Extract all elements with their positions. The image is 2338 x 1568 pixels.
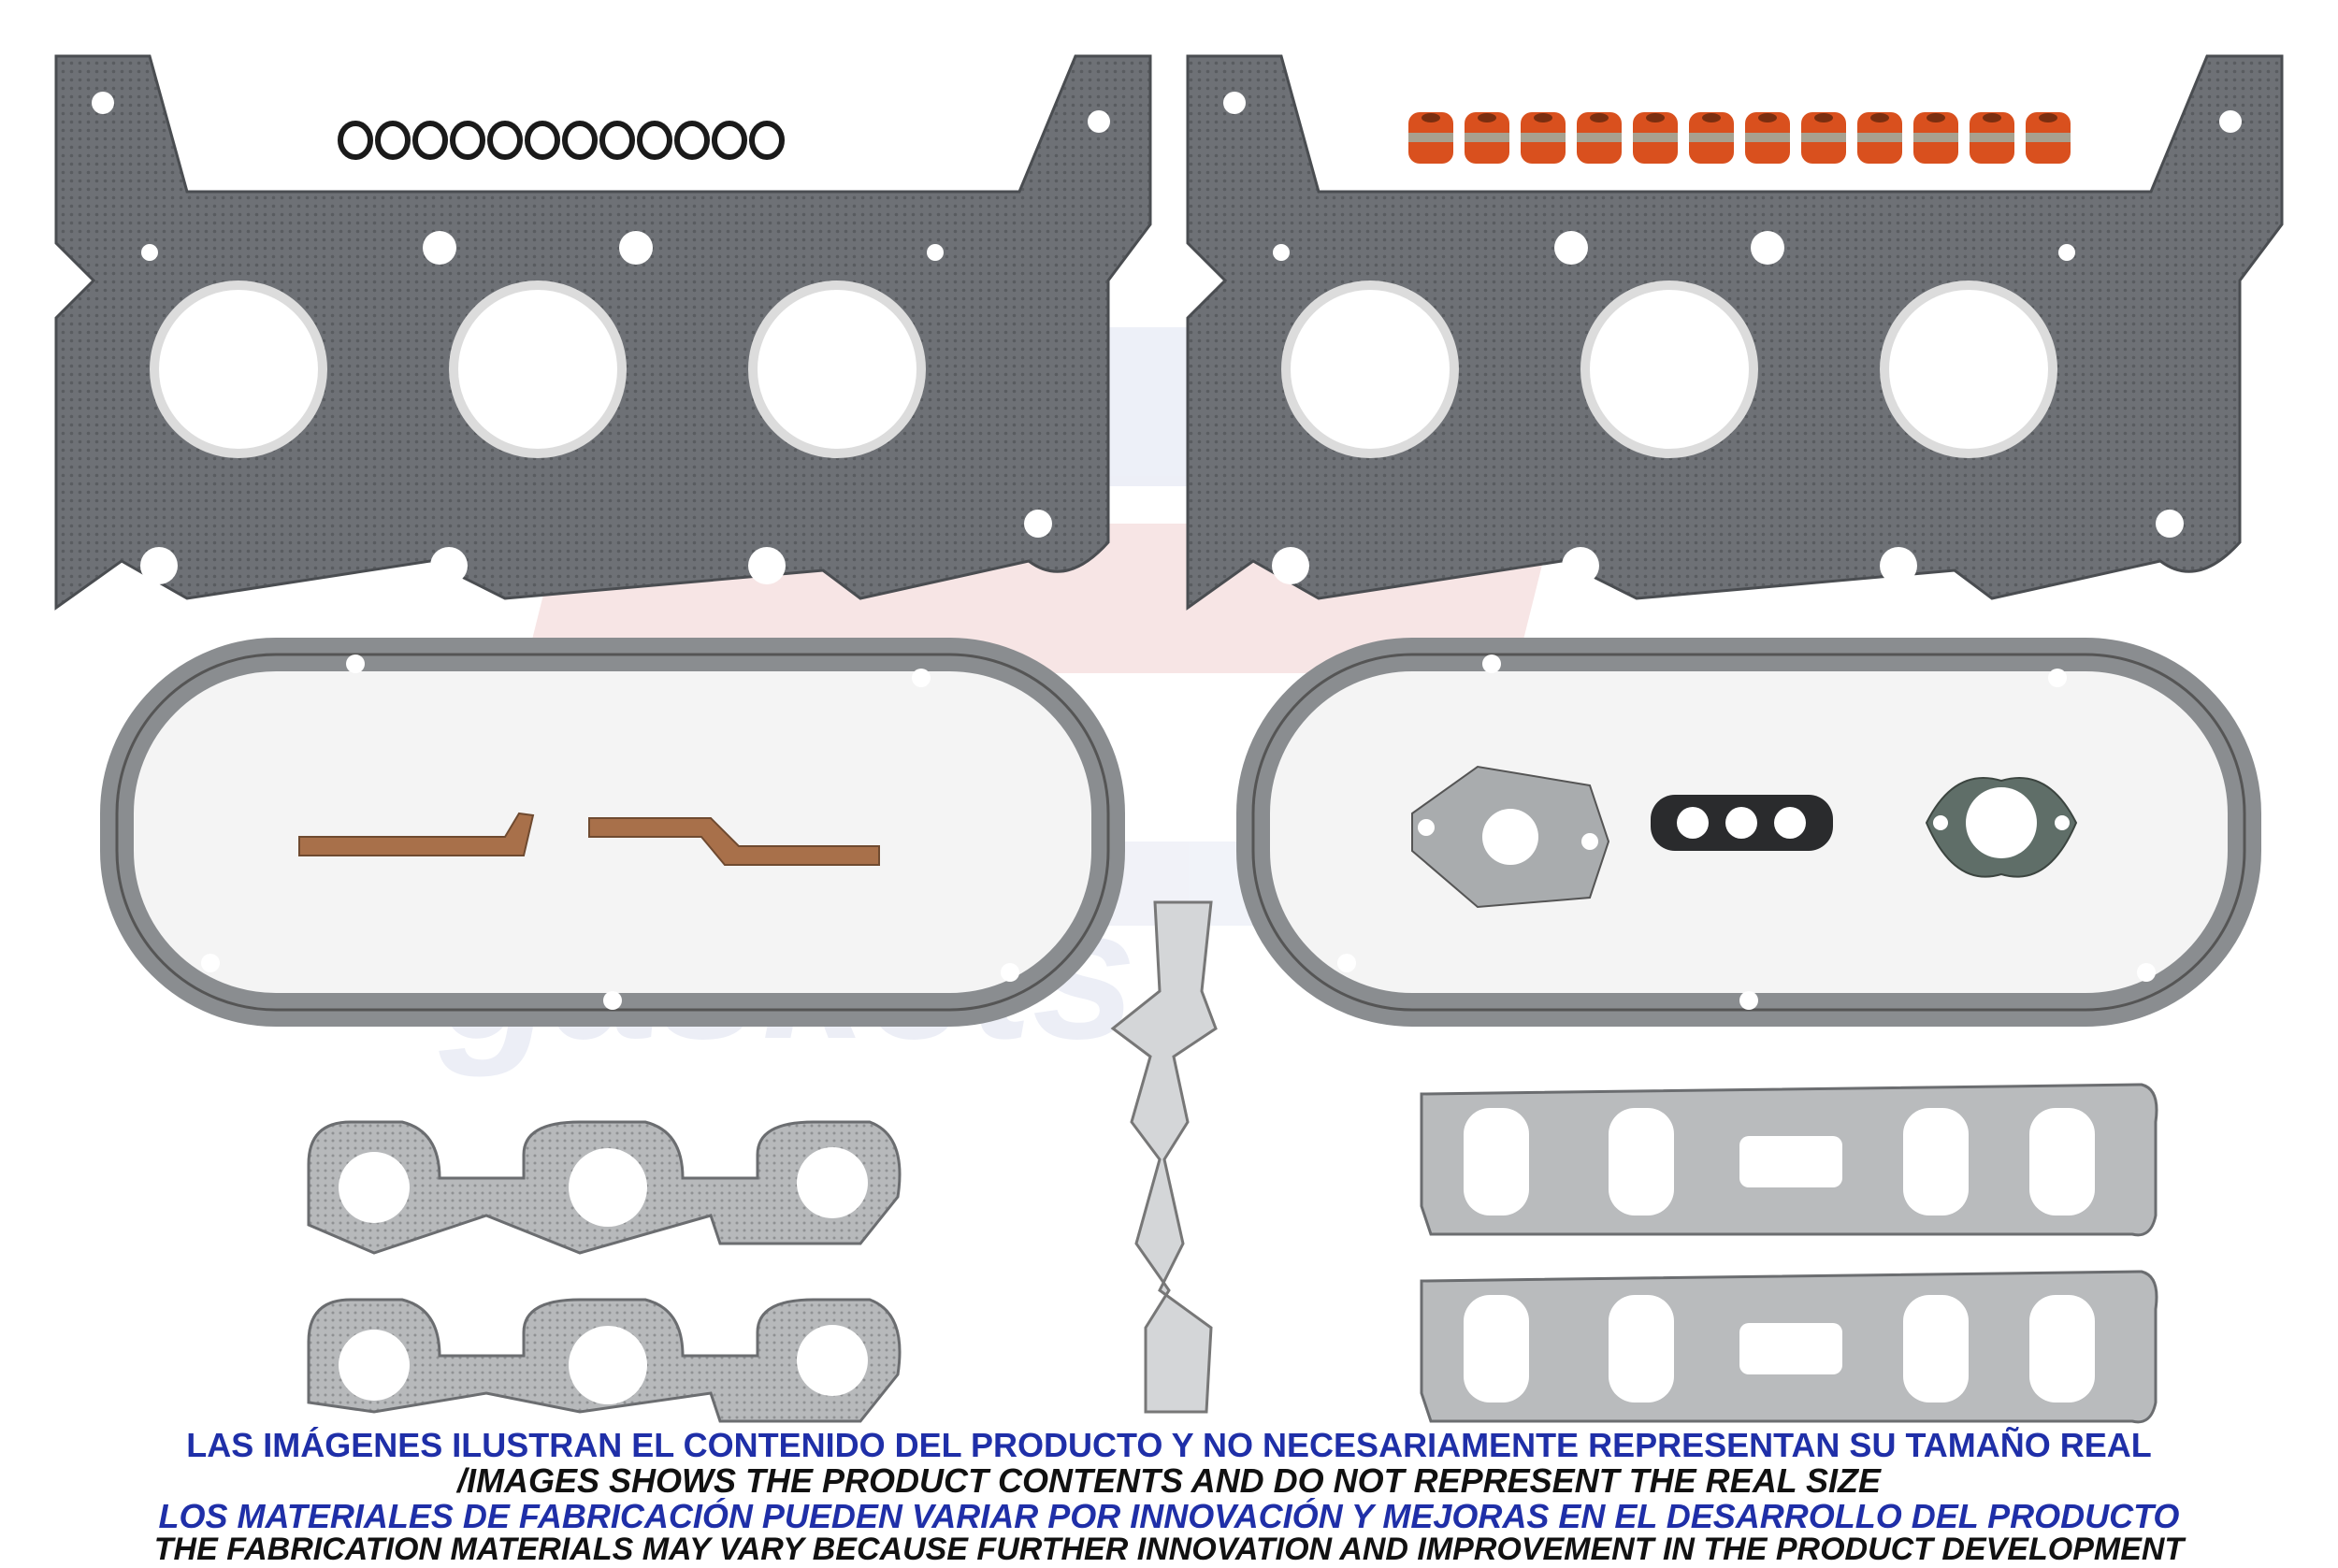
cork-strip-right	[588, 817, 880, 866]
valve-stem-seal	[1857, 112, 1902, 164]
thermostat-gasket	[1925, 777, 2078, 878]
head-gasket-right	[1186, 54, 2284, 611]
o-ring	[450, 121, 485, 160]
valve-stem-seal	[1913, 112, 1958, 164]
egr-tube-gasket	[1651, 795, 1833, 851]
disclaimer-english-materials: THE FABRICATION MATERIALS MAY VARY BECAU…	[153, 1532, 2185, 1567]
water-outlet-gasket	[1411, 765, 1610, 909]
o-ring	[562, 121, 598, 160]
disclaimer-spanish-size: LAS IMÁGENES ILUSTRAN EL CONTENIDO DEL P…	[186, 1426, 2152, 1464]
exhaust-manifold-gasket-bottom	[307, 1298, 902, 1423]
o-ring	[375, 121, 411, 160]
o-ring	[412, 121, 448, 160]
valve-stem-seal	[1745, 112, 1790, 164]
cork-strip-left	[298, 812, 535, 856]
o-ring	[525, 121, 560, 160]
valve-stem-seal	[1689, 112, 1734, 164]
o-ring	[338, 121, 373, 160]
head-gasket-left	[54, 54, 1152, 611]
o-ring	[599, 121, 635, 160]
valve-seal-set	[1408, 112, 2071, 164]
o-ring	[487, 121, 523, 160]
front-cover-gasket-strip	[1110, 900, 1218, 1414]
disclaimer-spanish-materials: LOS MATERIALES DE FABRICACIÓN PUEDEN VAR…	[158, 1497, 2180, 1535]
valve-stem-seal	[1970, 112, 2014, 164]
valve-stem-seal	[1521, 112, 1566, 164]
intake-manifold-gasket-bottom	[1420, 1270, 2158, 1424]
o-ring	[712, 121, 747, 160]
o-ring	[749, 121, 785, 160]
valve-stem-seal	[1633, 112, 1678, 164]
exhaust-manifold-gasket-top	[307, 1120, 902, 1255]
valve-stem-seal	[1577, 112, 1622, 164]
o-ring-set	[338, 121, 785, 160]
intake-manifold-gasket-top	[1420, 1083, 2158, 1237]
valve-stem-seal	[1465, 112, 1509, 164]
o-ring	[637, 121, 672, 160]
valve-stem-seal	[2026, 112, 2071, 164]
o-ring	[674, 121, 710, 160]
disclaimer-english-size: /IMAGES SHOWS THE PRODUCT CONTENTS AND D…	[456, 1461, 1882, 1500]
valve-stem-seal	[1801, 112, 1846, 164]
valve-stem-seal	[1408, 112, 1453, 164]
